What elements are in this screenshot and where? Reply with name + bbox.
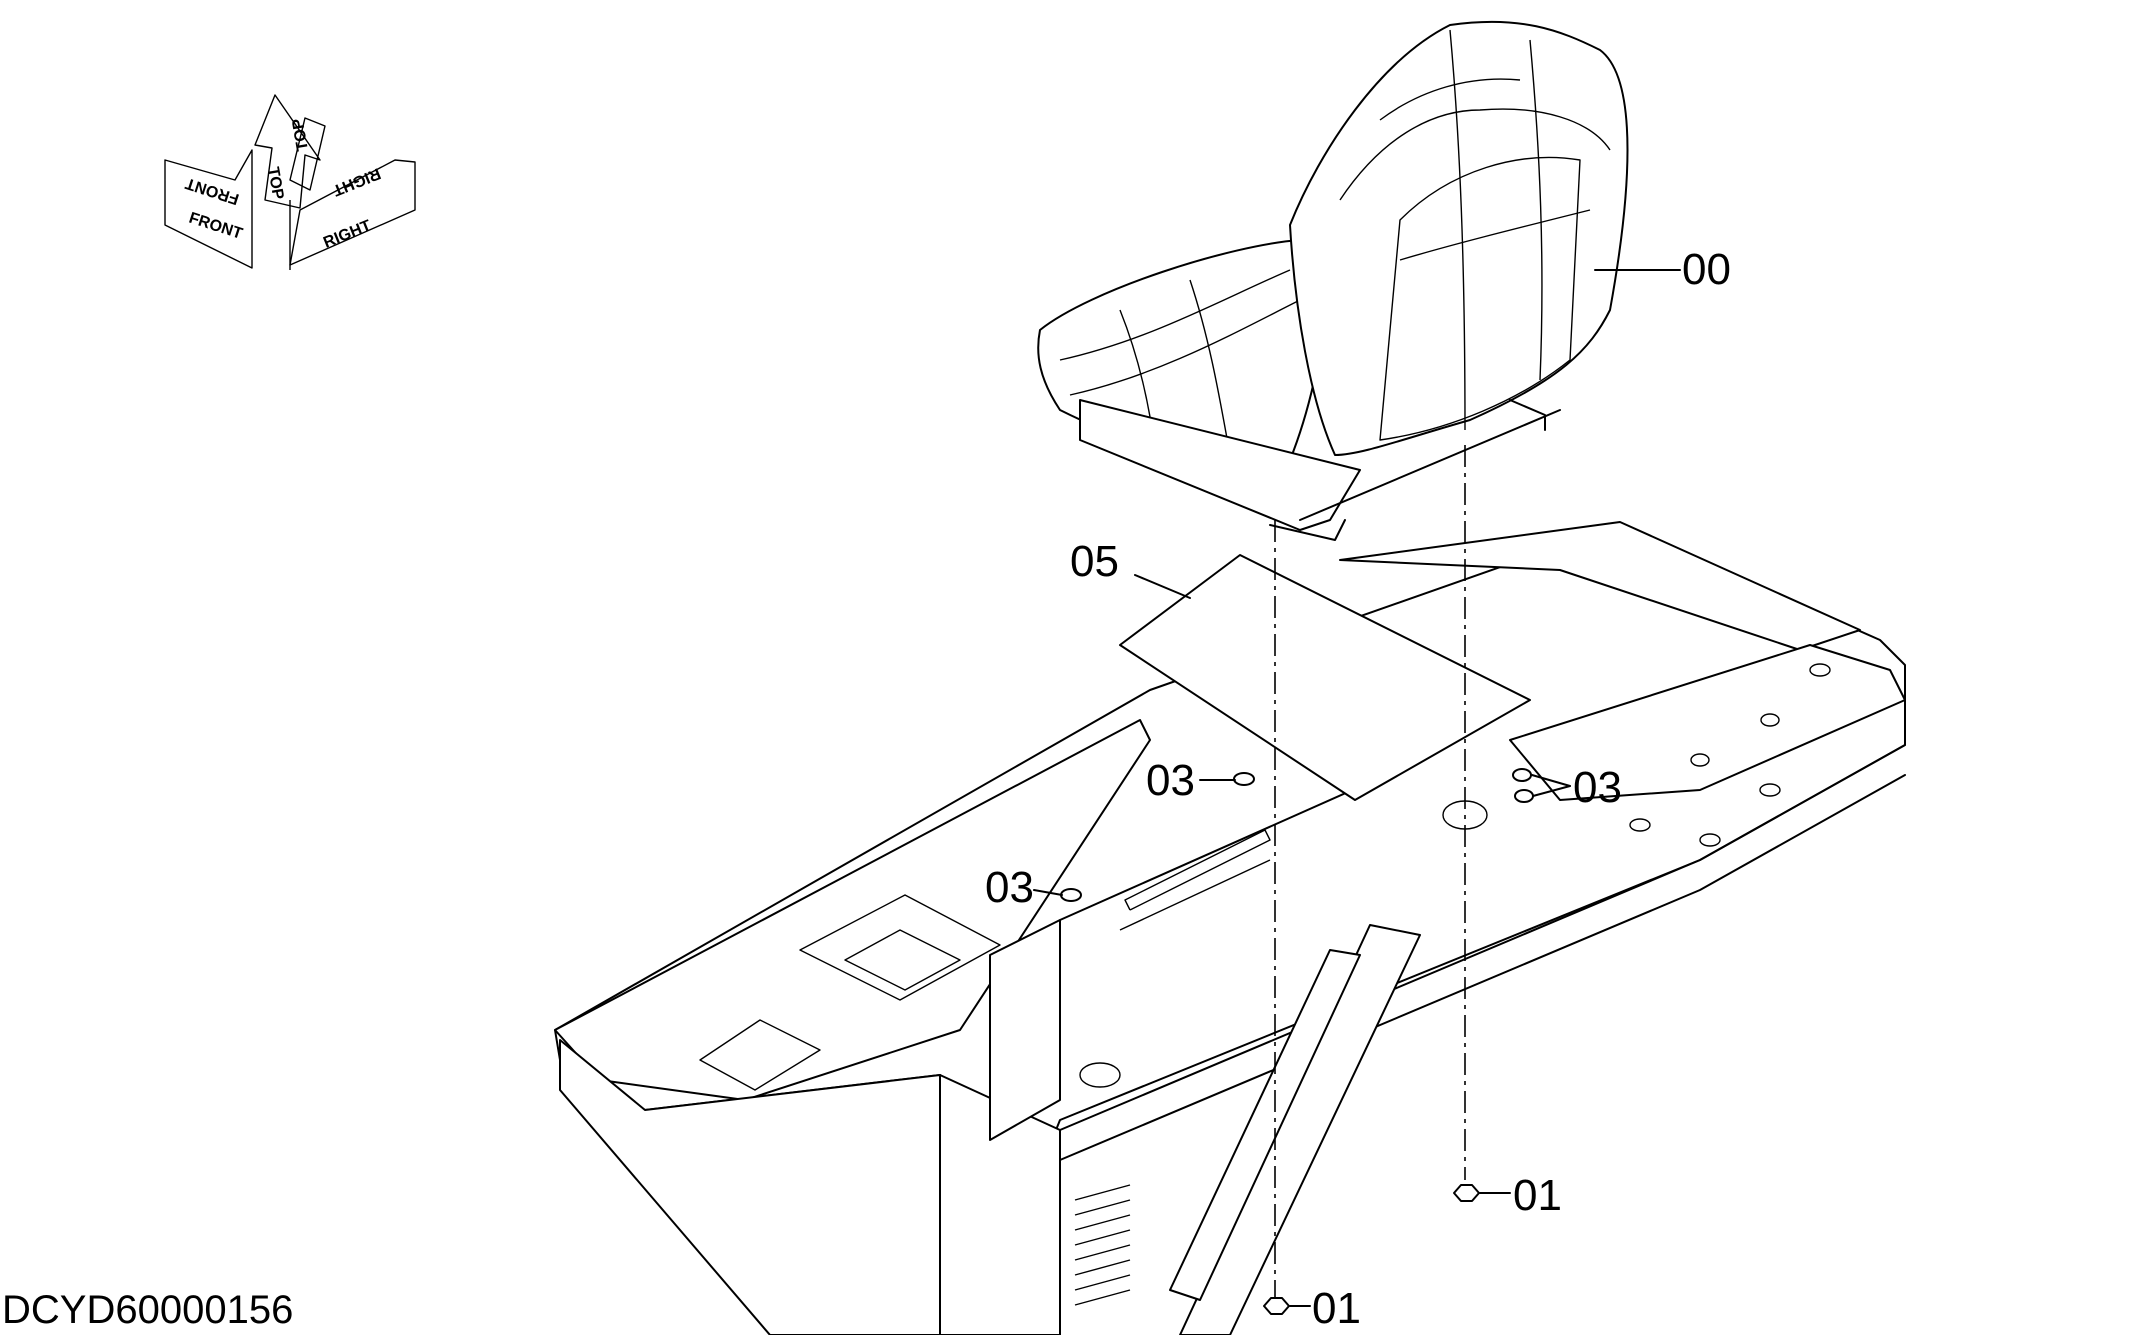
orientation-right-mirrored-label: RIGHT (330, 164, 383, 198)
orientation-indicator: FRONT FRONT TOP TOP RIGHT RIGHT (164, 94, 416, 270)
operator-platform-frame (554, 521, 1906, 1336)
callout-nut-bottom: 01 (1312, 1284, 1361, 1333)
orientation-right-label: RIGHT (321, 217, 374, 251)
callout-mat: 05 (1070, 537, 1119, 586)
callout-washer-upper: 03 (1146, 756, 1195, 805)
orientation-front-label: FRONT (187, 210, 245, 243)
callout-washer-left: 03 (985, 863, 1034, 912)
nut (1263, 1297, 1290, 1315)
operator-seat (1037, 20, 1629, 541)
callout-nut-right: 01 (1513, 1171, 1562, 1220)
vent-grille (1074, 1184, 1131, 1306)
orientation-top-mirrored-label: TOP (289, 117, 311, 152)
nut-group (1263, 1184, 1480, 1315)
washer (1514, 789, 1534, 803)
washer (1060, 888, 1082, 902)
callout-washer-right: 03 (1573, 763, 1622, 812)
orientation-top-label: TOP (264, 166, 286, 201)
washer-group (1060, 768, 1534, 902)
washer (1512, 768, 1532, 782)
callout-seat: 00 (1682, 245, 1731, 294)
washer (1233, 772, 1255, 786)
nut (1453, 1184, 1480, 1202)
drawing-code: DCYD60000156 (2, 1288, 293, 1332)
seat-mat (1119, 554, 1531, 801)
assembly-center-lines (1274, 445, 1466, 1300)
leader-lines (1033, 269, 1681, 1307)
